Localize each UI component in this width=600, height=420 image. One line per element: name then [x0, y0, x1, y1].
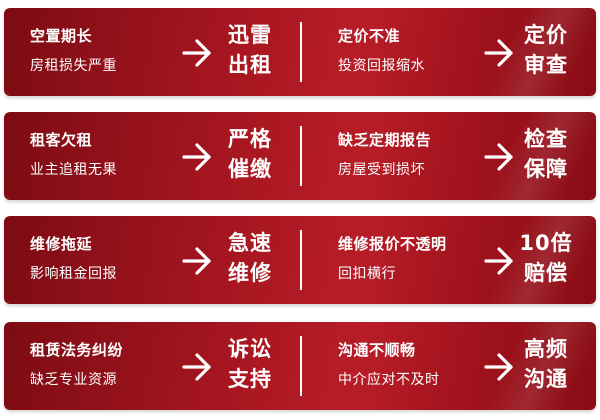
- divider: [300, 126, 302, 186]
- solution-line-1: 诉讼: [228, 337, 272, 361]
- solution-line-2: 维修: [228, 261, 272, 285]
- solution-line-2: 审查: [524, 53, 568, 77]
- arrow-right-icon: [484, 39, 513, 67]
- problem-block: 沟通不顺畅 中介应对不及时: [338, 340, 440, 390]
- row-3-left: 维修拖延 影响租金回报 急速 维修: [4, 216, 300, 304]
- problem-detail: 回扣横行: [338, 266, 396, 282]
- solution-line-1: 检查: [524, 127, 568, 151]
- solution-line-2: 沟通: [524, 367, 568, 391]
- problem-title: 沟通不顺畅: [338, 341, 416, 359]
- row-1-right: 定价不准 投资回报缩水 定价 审查: [300, 8, 596, 96]
- arrow-right-icon: [484, 353, 513, 381]
- row-2: 租客欠租 业主追租无果 严格 催缴 缺乏定期报告 房屋受到损坏 检查 保障: [4, 112, 596, 200]
- problem-block: 定价不准 投资回报缩水: [338, 26, 425, 76]
- solution-label: 高频 沟通: [516, 334, 576, 394]
- problem-detail: 影响租金回报: [30, 266, 117, 282]
- row-3: 维修拖延 影响租金回报 急速 维修 维修报价不透明 回扣横行 10倍 赔偿: [4, 216, 596, 304]
- problem-block: 租客欠租 业主追租无果: [30, 130, 117, 180]
- problem-detail: 房屋受到损坏: [338, 162, 425, 178]
- row-4: 租赁法务纠纷 缺乏专业资源 诉讼 支持 沟通不顺畅 中介应对不及时 高频 沟通: [4, 322, 596, 410]
- problem-detail: 业主追租无果: [30, 162, 117, 178]
- solution-line-1: 高频: [524, 337, 568, 361]
- solution-label: 急速 维修: [220, 228, 280, 288]
- problem-title: 缺乏定期报告: [338, 131, 432, 149]
- solution-label: 诉讼 支持: [220, 334, 280, 394]
- solution-label: 定价 审查: [516, 20, 576, 80]
- arrow-right-icon: [182, 247, 211, 275]
- problem-title: 维修拖延: [30, 235, 93, 253]
- row-3-right: 维修报价不透明 回扣横行 10倍 赔偿: [300, 216, 596, 304]
- problem-title: 租赁法务纠纷: [30, 341, 124, 359]
- problem-block: 空置期长 房租损失严重: [30, 26, 117, 76]
- solution-line-2: 保障: [524, 157, 568, 181]
- arrow-right-icon: [182, 143, 211, 171]
- solution-label: 检查 保障: [516, 124, 576, 184]
- arrow-right-icon: [182, 353, 211, 381]
- solution-line-1: 严格: [228, 127, 272, 151]
- problem-title: 租客欠租: [30, 131, 93, 149]
- solution-label: 10倍 赔偿: [516, 228, 576, 288]
- problem-block: 租赁法务纠纷 缺乏专业资源: [30, 340, 123, 390]
- solution-label: 迅雷 出租: [220, 20, 280, 80]
- solution-line-2: 支持: [228, 367, 272, 391]
- solution-line-2: 催缴: [228, 157, 272, 181]
- row-1: 空置期长 房租损失严重 迅雷 出租 定价不准 投资回报缩水 定价 审查: [4, 8, 596, 96]
- solution-line-1: 10倍: [519, 231, 573, 255]
- solution-line-1: 定价: [524, 23, 568, 47]
- divider: [300, 230, 302, 290]
- problem-detail: 房租损失严重: [30, 58, 117, 74]
- row-4-left: 租赁法务纠纷 缺乏专业资源 诉讼 支持: [4, 322, 300, 410]
- solution-label: 严格 催缴: [220, 124, 280, 184]
- solution-line-2: 出租: [228, 53, 272, 77]
- problem-title: 定价不准: [338, 27, 401, 45]
- arrow-right-icon: [484, 247, 513, 275]
- problem-block: 维修报价不透明 回扣横行: [338, 234, 447, 284]
- row-2-right: 缺乏定期报告 房屋受到损坏 检查 保障: [300, 112, 596, 200]
- problem-block: 维修拖延 影响租金回报: [30, 234, 117, 284]
- problem-block: 缺乏定期报告 房屋受到损坏: [338, 130, 431, 180]
- problem-title: 维修报价不透明: [338, 235, 447, 253]
- problem-title: 空置期长: [30, 27, 93, 45]
- arrow-right-icon: [182, 39, 211, 67]
- problem-detail: 中介应对不及时: [338, 372, 440, 388]
- divider: [300, 336, 302, 396]
- row-1-left: 空置期长 房租损失严重 迅雷 出租: [4, 8, 300, 96]
- row-4-right: 沟通不顺畅 中介应对不及时 高频 沟通: [300, 322, 596, 410]
- solution-line-1: 迅雷: [228, 23, 272, 47]
- problem-detail: 投资回报缩水: [338, 58, 425, 74]
- solution-line-1: 急速: [228, 231, 272, 255]
- arrow-right-icon: [484, 143, 513, 171]
- problem-detail: 缺乏专业资源: [30, 372, 117, 388]
- divider: [300, 22, 302, 82]
- row-2-left: 租客欠租 业主追租无果 严格 催缴: [4, 112, 300, 200]
- solution-line-2: 赔偿: [524, 261, 568, 285]
